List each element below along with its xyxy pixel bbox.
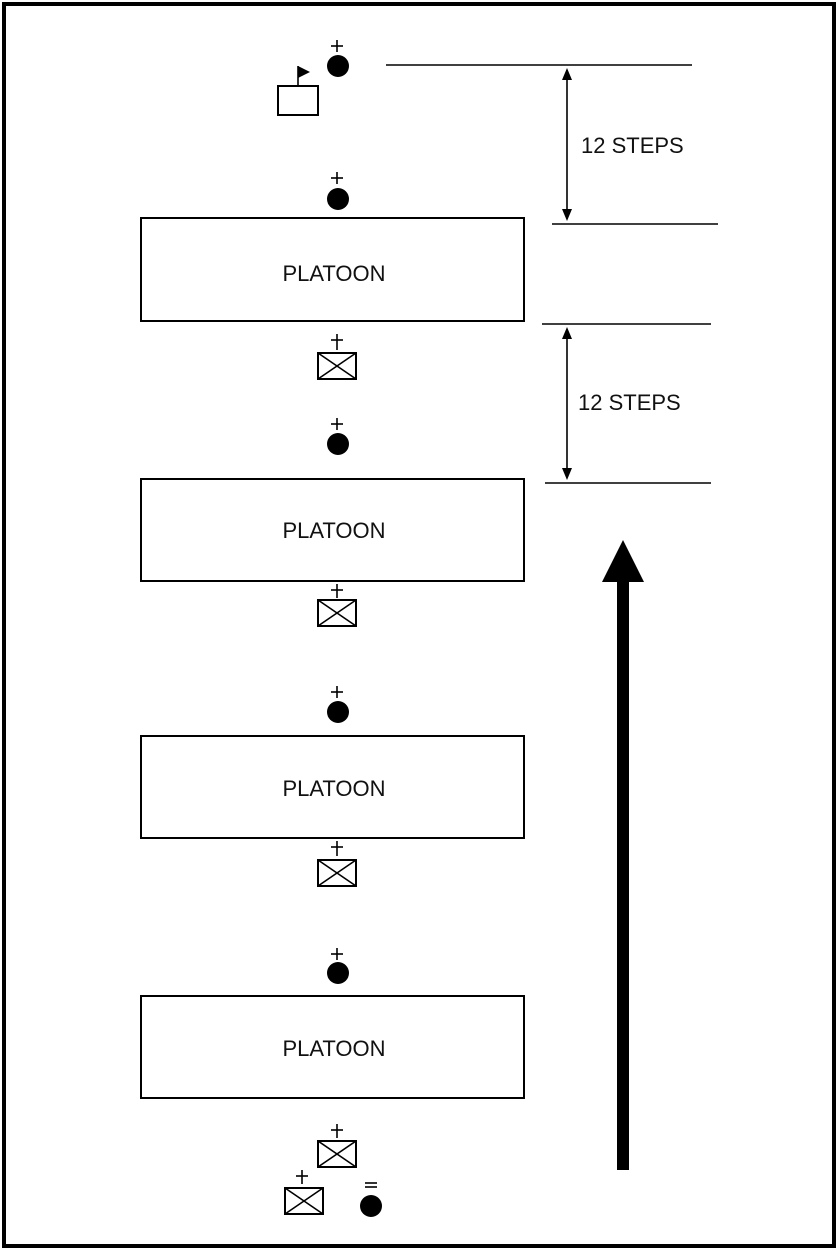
distance-indicator-middle: 12 STEPS [542,323,711,484]
sergeant-box-icon [317,1124,357,1168]
arrowhead-down-icon [562,209,572,221]
leader-dot-icon [327,418,349,455]
guidon-flag-icon [277,66,319,116]
sergeant-box-icon [284,1170,324,1215]
platoon-label: PLATOON [282,1036,385,1061]
platoon-block: PLATOON [140,735,525,839]
distance-indicator-top: 12 STEPS [386,64,718,225]
arrowhead-up-icon [562,327,572,339]
leader-dot-icon [360,1182,382,1217]
leader-dot-icon [327,686,349,723]
leader-dot-icon [327,40,349,77]
leader-dot-icon [327,948,349,984]
leader-dot-icon [327,172,349,210]
platoon-block: PLATOON [140,478,525,582]
sergeant-box-icon [317,841,357,887]
arrow-up-icon [602,540,644,582]
direction-arrow [602,540,644,1170]
platoon-label: PLATOON [282,518,385,543]
arrowhead-up-icon [562,68,572,80]
spacing-label: 12 STEPS [578,390,681,415]
platoon-block: PLATOON [140,995,525,1099]
sergeant-box-icon [317,584,357,627]
platoon-label: PLATOON [282,776,385,801]
platoon-block: PLATOON [140,217,525,322]
sergeant-box-icon [317,334,357,380]
platoon-label: PLATOON [282,261,385,286]
arrowhead-down-icon [562,468,572,480]
spacing-label: 12 STEPS [581,133,684,158]
